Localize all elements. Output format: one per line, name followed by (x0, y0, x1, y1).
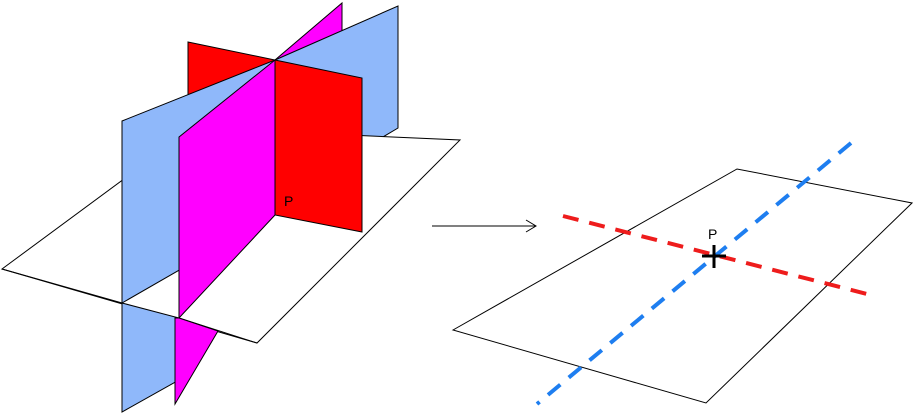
right-panel: P (451, 141, 913, 406)
top-view-plane (451, 168, 913, 404)
ground-left-edge (1, 268, 123, 304)
blue-plane-lower (121, 302, 180, 413)
left-point-label: P (284, 193, 293, 209)
blue-dashed-line (535, 141, 853, 406)
right-point-label: P (708, 226, 717, 242)
magenta-plane-lower (174, 317, 219, 406)
point-marker-plus (702, 245, 726, 268)
transform-arrow (432, 219, 537, 233)
left-panel: P (0, 1, 462, 413)
